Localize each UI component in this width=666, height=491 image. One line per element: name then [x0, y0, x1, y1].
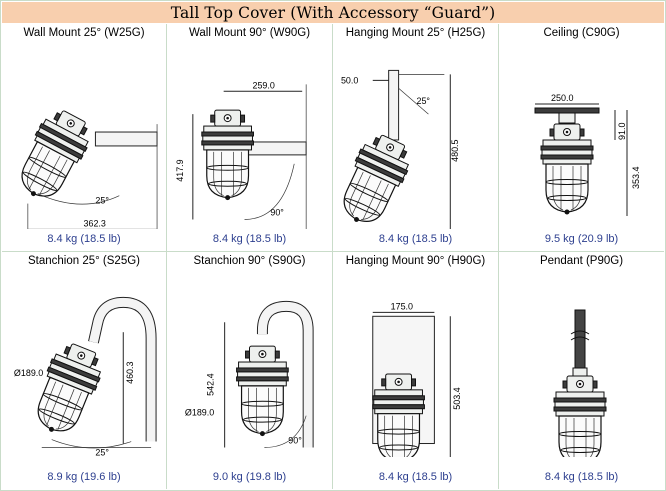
- dim-diameter: Ø189.0: [185, 408, 214, 418]
- weight-label: 8.4 kg (18.5 lb): [212, 233, 287, 245]
- cell-stanchion-25: Stanchion 25° (S25G) Ø189.0 460.3 25° 8.…: [2, 252, 167, 489]
- dim-top-height: 91.0: [617, 122, 627, 140]
- pendant-drawing: [553, 309, 607, 457]
- hanging-mount-25-drawing: 50.0 25° 480.5: [333, 69, 460, 229]
- cell-stanchion-90: Stanchion 90° (S90G) 542.4 Ø189.0 90° 9.…: [167, 252, 333, 489]
- stanchion-25-drawing: Ø189.0 460.3 25°: [14, 296, 157, 457]
- dim-length: 259.0: [252, 80, 274, 90]
- cell-title: Hanging Mount 90° (H90G): [345, 255, 486, 267]
- weight-label: 8.4 kg (18.5 lb): [544, 471, 619, 483]
- wall-mount-25-drawing: 25° 362.3: [8, 103, 158, 229]
- cell-pendant: Pendant (P90G) 8.4 kg (18.5 lb): [499, 252, 664, 489]
- cell-hanging-mount-25: Hanging Mount 25° (H25G) 50.0 25° 480.5 …: [333, 24, 499, 252]
- dim-plate-width: 250.0: [551, 93, 574, 103]
- cell-title: Ceiling (C90G): [543, 27, 620, 39]
- cell-wall-mount-25: Wall Mount 25° (W25G) 25° 362.3 8.4 kg (…: [2, 24, 167, 252]
- dim-height: 353.4: [631, 166, 641, 189]
- weight-label: 8.4 kg (18.5 lb): [378, 233, 453, 245]
- weight-label: 8.4 kg (18.5 lb): [47, 233, 121, 245]
- stanchion-90-drawing: 542.4 Ø189.0 90°: [185, 300, 314, 448]
- hanging-mount-90-drawing: 175.0 503.4: [372, 301, 462, 457]
- dim-height: 542.4: [206, 373, 216, 395]
- dim-height: 480.5: [450, 139, 460, 161]
- dim-diameter: Ø189.0: [14, 368, 43, 378]
- dim-angle: 90°: [270, 208, 284, 218]
- cell-title: Stanchion 90° (S90G): [193, 255, 306, 267]
- dim-height: 503.4: [452, 387, 462, 409]
- cell-ceiling: Ceiling (C90G) 250.0 91.0 353.4 9.5 kg (…: [499, 24, 664, 252]
- weight-label: 8.9 kg (19.6 lb): [47, 471, 121, 483]
- dim-width: 362.3: [84, 218, 106, 228]
- cell-hanging-mount-90: Hanging Mount 90° (H90G) 175.0 503.4 8.4…: [333, 252, 499, 489]
- page-title: Tall Top Cover (With Accessory “Guard”): [170, 3, 496, 22]
- dim-angle: 25°: [95, 447, 109, 457]
- cell-wall-mount-90: Wall Mount 90° (W90G) 259.0 417.9 90° 8.…: [167, 24, 333, 252]
- weight-label: 9.0 kg (19.8 lb): [212, 471, 287, 483]
- dim-angle: 90°: [288, 436, 302, 446]
- cell-title: Pendant (P90G): [539, 255, 624, 267]
- dim-height: 417.9: [175, 159, 185, 181]
- weight-label: 8.4 kg (18.5 lb): [378, 471, 453, 483]
- wall-mount-90-drawing: 259.0 417.9 90°: [175, 80, 307, 229]
- dim-plate-width: 175.0: [391, 301, 413, 311]
- ceiling-drawing: 250.0 91.0 353.4: [534, 93, 641, 216]
- title-bar: Tall Top Cover (With Accessory “Guard”): [2, 2, 664, 23]
- mount-options-grid: Wall Mount 25° (W25G) 25° 362.3 8.4 kg (…: [2, 24, 664, 489]
- dim-offset: 50.0: [341, 75, 358, 85]
- dim-angle: 25°: [95, 196, 109, 206]
- cell-title: Wall Mount 90° (W90G): [188, 27, 311, 39]
- cell-title: Stanchion 25° (S25G): [28, 255, 140, 267]
- weight-label: 9.5 kg (20.9 lb): [544, 233, 619, 245]
- dim-angle: 25°: [416, 96, 430, 106]
- cell-title: Wall Mount 25° (W25G): [23, 27, 145, 39]
- cell-title: Hanging Mount 25° (H25G): [345, 27, 486, 39]
- dim-height: 460.3: [125, 361, 135, 383]
